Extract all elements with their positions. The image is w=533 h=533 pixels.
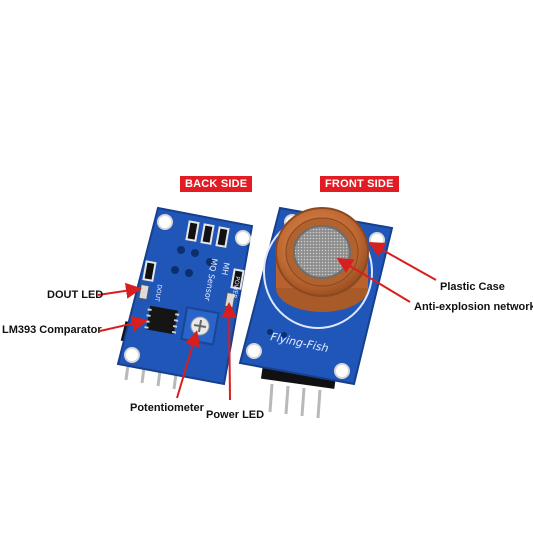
arrow-anti-explosion [336,257,411,303]
front-board: Flying-Fish [238,206,394,419]
arrow-dout-led [97,282,142,299]
mounting-hole [246,343,262,359]
silk-mh: MH [220,262,231,276]
mounting-hole [157,214,173,230]
front-pin-pads [267,329,287,338]
label-dout-led: DOUT LED [47,289,104,301]
label-lm393-comparator: LM393 Comparator [2,324,102,336]
dout-led [138,283,150,301]
arrow-plastic-case [368,242,437,281]
arrow-comparator [99,315,148,332]
label-potentiometer: Potentiometer [130,402,204,414]
front-side-tag: FRONT SIDE [320,176,399,192]
label-anti-explosion-network: Anti-explosion network [414,301,533,313]
potentiometer-trimmer [180,306,220,346]
smd-resistors [142,220,245,290]
arrow-power-led [221,302,238,401]
silk-dout: DOUT [153,284,163,303]
mounting-hole [124,347,140,363]
label-power-led: Power LED [206,409,265,421]
arrow-potentiometer [176,330,201,399]
back-pcb [116,206,254,386]
callout-arrows [97,242,437,401]
label-plastic-case: Plastic Case [440,281,505,293]
back-board: MQ Sensor MH DOUT POWER [116,206,254,390]
back-side-tag: BACK SIDE [180,176,253,192]
through-hole-pads [171,246,214,277]
anti-explosion-mesh [293,225,351,279]
mounting-hole [334,363,350,379]
mounting-hole [235,230,251,246]
silk-power: POWER [230,276,241,299]
